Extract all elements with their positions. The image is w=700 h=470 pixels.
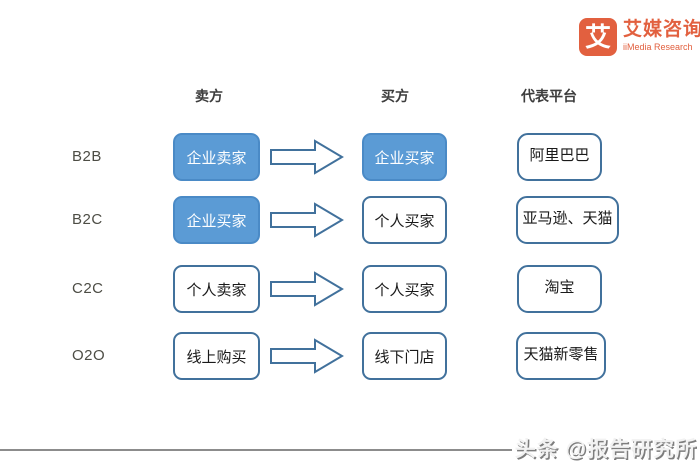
row-label-o2o: O2O bbox=[72, 347, 106, 364]
buyer-box-o2o: 线下门店 bbox=[362, 332, 447, 380]
seller-box-b2b: 企业卖家 bbox=[173, 133, 260, 181]
imedia-logo-title: 艾媒咨询 bbox=[623, 19, 700, 40]
watermark-text: 头条 @报告研究所 bbox=[514, 438, 697, 461]
platform-box-c2c: 淘宝 bbox=[517, 265, 602, 313]
arrow-right-icon bbox=[270, 139, 344, 175]
arrow-right-icon bbox=[270, 202, 344, 238]
arrow-right-icon bbox=[270, 271, 344, 307]
column-header-platform: 代表平台 bbox=[521, 88, 577, 104]
buyer-box-b2b: 企业买家 bbox=[362, 133, 447, 181]
seller-box-b2c: 企业买家 bbox=[173, 196, 260, 244]
buyer-box-c2c: 个人买家 bbox=[362, 265, 447, 313]
imedia-logo: 艾 艾媒咨询 iiMedia Research bbox=[579, 18, 700, 56]
imedia-logo-subtitle: iiMedia Research bbox=[623, 42, 693, 52]
platform-box-b2c: 亚马逊、天猫 bbox=[516, 196, 619, 244]
row-label-c2c: C2C bbox=[72, 280, 104, 297]
seller-box-o2o: 线上购买 bbox=[173, 332, 260, 380]
platform-box-o2o: 天猫新零售 bbox=[516, 332, 606, 380]
row-label-b2b: B2B bbox=[72, 148, 102, 165]
imedia-logo-glyph: 艾 bbox=[584, 22, 611, 52]
arrow-right-icon bbox=[270, 338, 344, 374]
imedia-logo-icon: 艾 bbox=[579, 18, 617, 56]
platform-box-b2b: 阿里巴巴 bbox=[517, 133, 602, 181]
buyer-box-b2c: 个人买家 bbox=[362, 196, 447, 244]
footer-divider-line bbox=[0, 449, 512, 451]
row-label-b2c: B2C bbox=[72, 211, 103, 228]
seller-box-c2c: 个人卖家 bbox=[173, 265, 260, 313]
column-header-seller: 卖方 bbox=[195, 88, 223, 104]
column-header-buyer: 买方 bbox=[381, 88, 409, 104]
